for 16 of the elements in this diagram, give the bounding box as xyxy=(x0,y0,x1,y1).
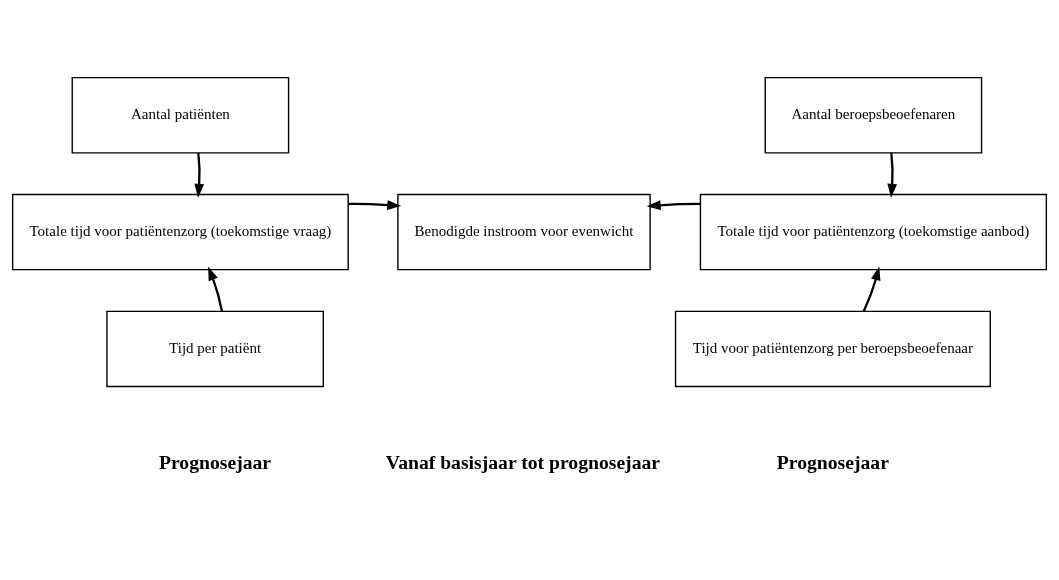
node-box: Tijd voor patiëntenzorg per beroepsbeoefenaar xyxy=(674,310,991,387)
arrow xyxy=(194,152,205,198)
node-box: Benodigde instroom voor evenwicht xyxy=(397,193,651,270)
node-box: Tijd per patiënt xyxy=(106,310,324,387)
arrow xyxy=(887,152,898,198)
node-box: Totale tijd voor patiëntenzorg (toekomstige vraag) xyxy=(11,193,349,270)
node-box: Aantal beroepsbeoefenaren xyxy=(764,76,983,154)
node-box: Aantal patiënten xyxy=(71,76,290,154)
arrow xyxy=(208,266,224,311)
arrow xyxy=(348,199,402,210)
label: Vanaf basisjaar tot prognosejaar xyxy=(385,450,661,473)
arrow xyxy=(646,199,701,210)
node-box: Totale tijd voor patiëntenzorg (toekomstige aanbod) xyxy=(699,193,1048,270)
label: Prognosejaar xyxy=(776,450,889,473)
arrow xyxy=(862,265,881,312)
label: Prognosejaar xyxy=(159,450,272,473)
